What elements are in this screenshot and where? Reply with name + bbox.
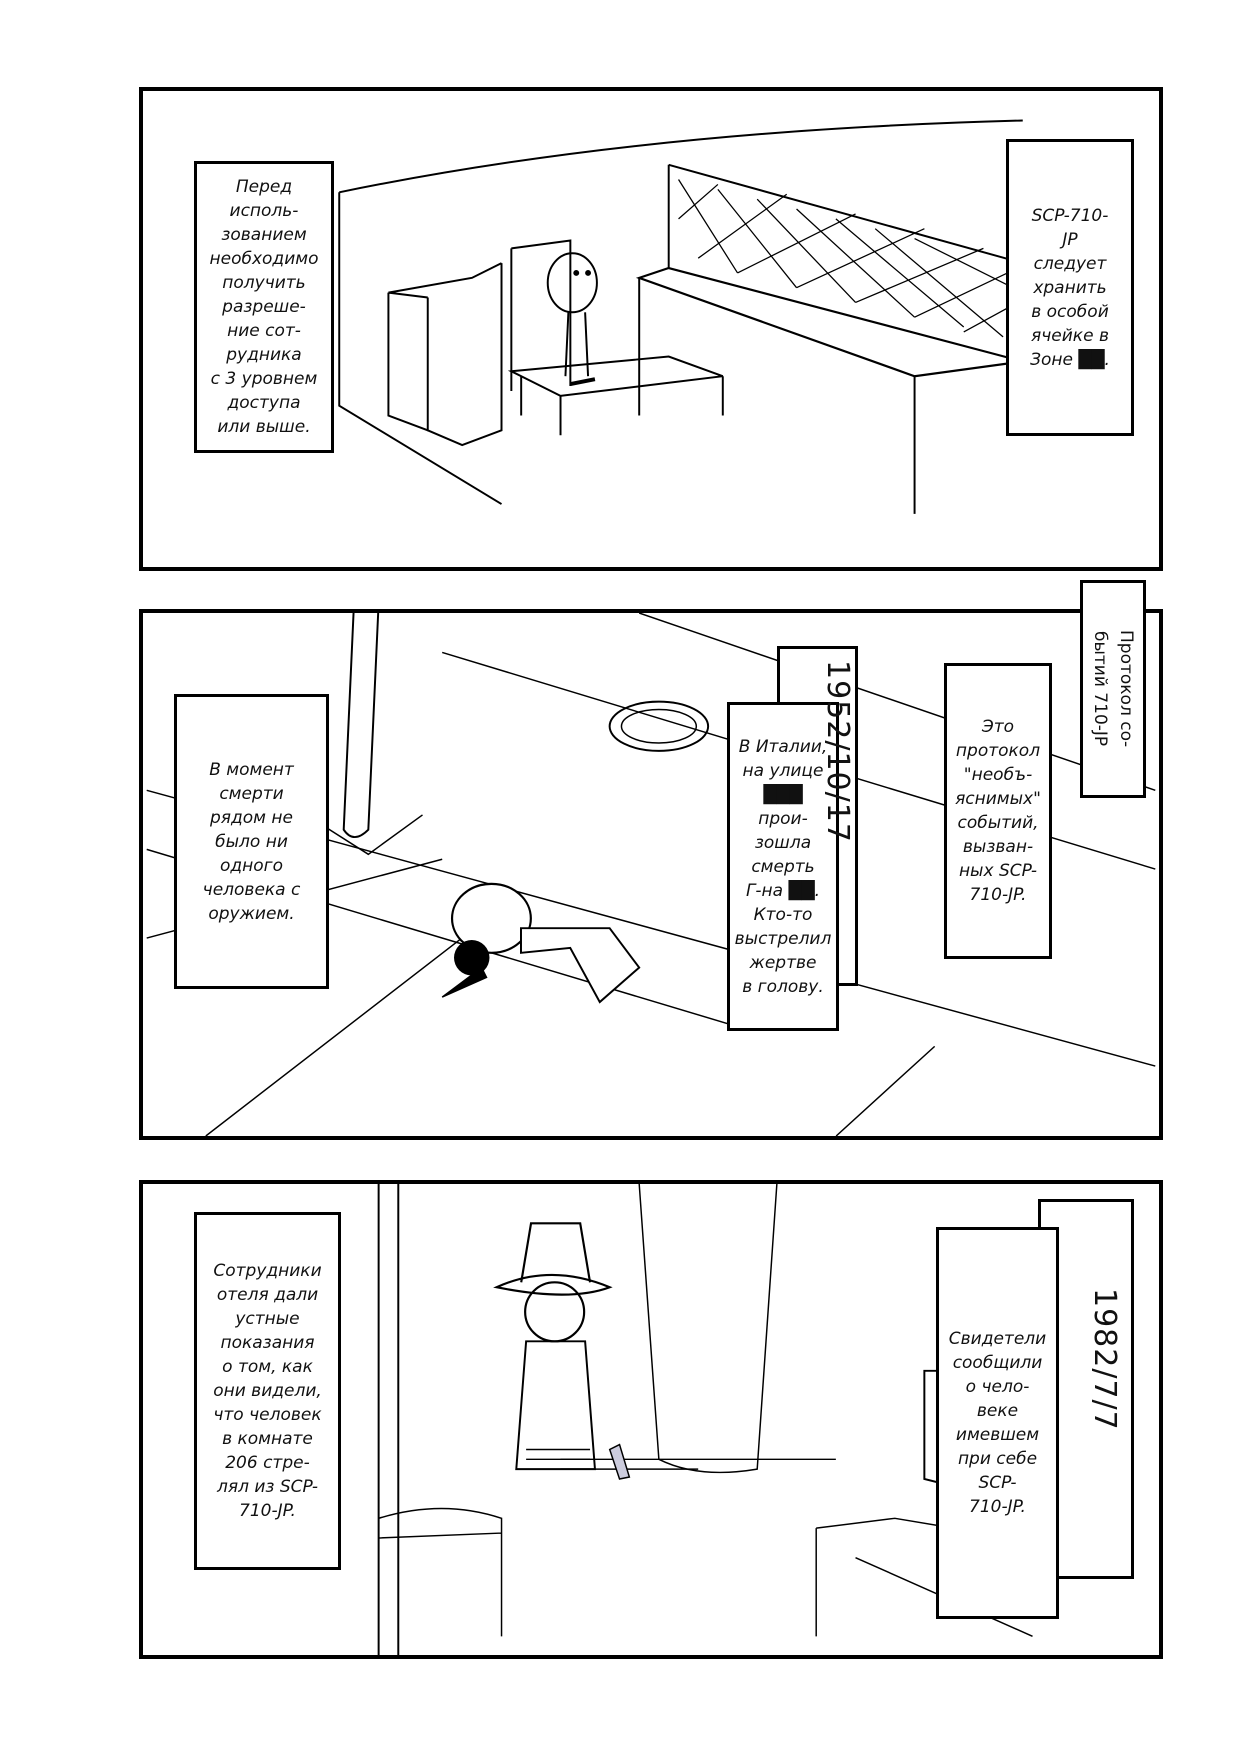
caption-text: Сотрудники отеля дали устные показания о… <box>213 1261 322 1521</box>
caption-text: В момент смерти рядом не было ни одного … <box>202 759 301 924</box>
caption-access-requirement: Перед исполь- зованием необходимо получи… <box>194 161 334 453</box>
caption-text: SCP-710- JP следует хранить в особой яче… <box>1030 205 1110 370</box>
date-label-1982: 1982/7/7 <box>1087 1288 1122 1431</box>
caption-text: Свидетели сообщили о чело- веке имевшем … <box>948 1329 1047 1517</box>
street-scene-illustration <box>146 613 1156 1136</box>
caption-italy-incident: В Италии, на улице ███ прои- зошла смерт… <box>727 702 839 1031</box>
caption-witness-report: Свидетели сообщили о чело- веке имевшем … <box>936 1227 1059 1619</box>
caption-text: Перед исполь- зованием необходимо получи… <box>209 177 319 437</box>
caption-no-armed-person: В момент смерти рядом не было ни одного … <box>174 694 329 989</box>
storage-room-illustration <box>338 119 1024 514</box>
caption-text: В Италии, на улице ███ прои- зошла смерт… <box>734 736 832 997</box>
date-label-1952: 1952/10/17 <box>820 660 855 843</box>
caption-protocol-description: Это протокол "необъ- яснимых" событий, в… <box>944 663 1052 959</box>
caption-hotel-staff-testimony: Сотрудники отеля дали устные показания о… <box>194 1212 341 1570</box>
caption-storage-location: SCP-710- JP следует хранить в особой яче… <box>1006 139 1134 436</box>
caption-text: Это протокол "необъ- яснимых" событий, в… <box>955 717 1041 905</box>
vertical-title-text: Протокол со- бытий 710-JP <box>1090 630 1136 748</box>
vertical-title-protocol: Протокол со- бытий 710-JP <box>1080 580 1146 798</box>
